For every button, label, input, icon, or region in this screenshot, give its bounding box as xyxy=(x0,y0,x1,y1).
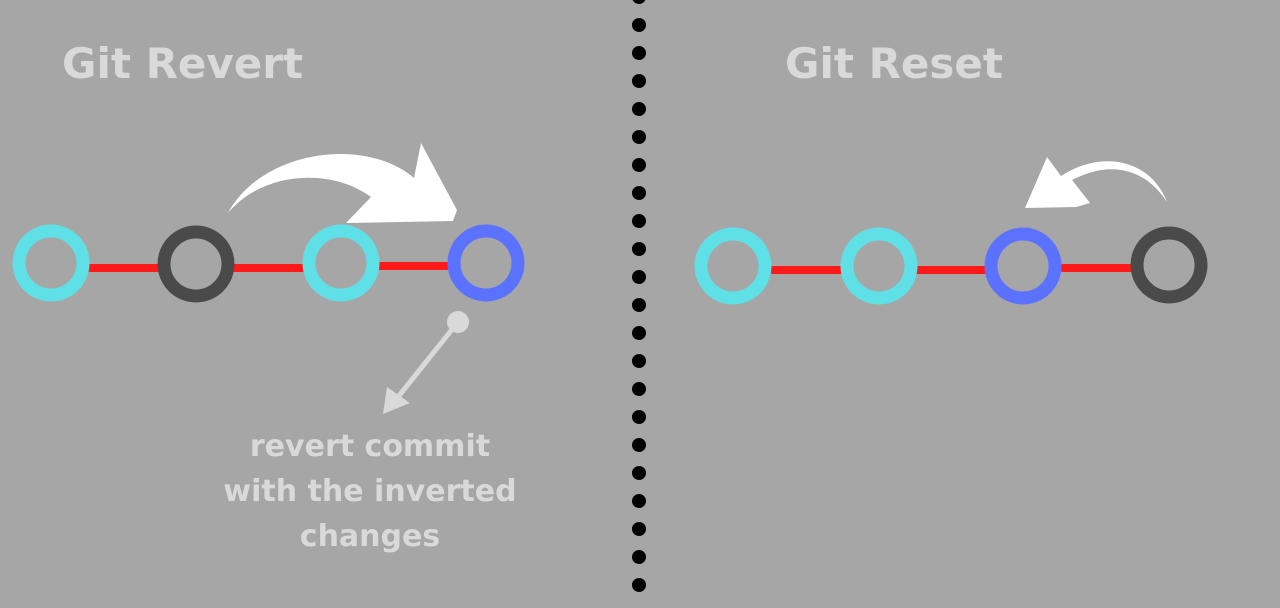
revert-caption: revert commit with the inverted changes xyxy=(210,424,530,559)
divider-dot xyxy=(632,354,646,368)
divider-dot xyxy=(632,438,646,452)
divider-dot xyxy=(632,102,646,116)
divider-dot xyxy=(632,410,646,424)
commit-node xyxy=(302,224,380,302)
back-arrow-icon xyxy=(1025,157,1167,208)
revert-commit-links xyxy=(86,262,451,272)
reset-commit-links xyxy=(769,264,1134,274)
divider-dot xyxy=(632,214,646,228)
commit-node xyxy=(694,227,772,305)
divider-dot xyxy=(632,494,646,508)
divider-dot xyxy=(632,270,646,284)
curved-arrow-icon xyxy=(228,143,457,223)
divider-dot xyxy=(632,550,646,564)
commit-node xyxy=(984,227,1062,305)
divider-dot xyxy=(632,0,646,4)
divider-dot xyxy=(632,186,646,200)
divider-dot xyxy=(632,242,646,256)
dotted-divider xyxy=(632,0,646,592)
page-title-left: Git Revert xyxy=(62,39,304,88)
caption-line: changes xyxy=(299,519,441,554)
caption-line: with the inverted xyxy=(223,474,517,509)
page-title-right: Git Reset xyxy=(785,39,1003,88)
divider-dot xyxy=(632,74,646,88)
divider-dot xyxy=(632,130,646,144)
divider-dot xyxy=(632,46,646,60)
divider-dot xyxy=(632,326,646,340)
commit-node xyxy=(157,225,235,303)
divider-dot xyxy=(632,382,646,396)
divider-dot xyxy=(632,522,646,536)
pointer-arrow-icon xyxy=(383,311,469,414)
revert-commit-nodes xyxy=(12,224,525,303)
reset-commit-nodes xyxy=(694,226,1208,305)
commit-node xyxy=(1130,226,1208,304)
divider-dot xyxy=(632,18,646,32)
divider-dot xyxy=(632,578,646,592)
commit-node xyxy=(12,224,90,302)
commit-node xyxy=(447,224,525,302)
divider-dot xyxy=(632,298,646,312)
divider-dot xyxy=(632,158,646,172)
commit-node xyxy=(840,227,918,305)
caption-line: revert commit xyxy=(249,429,491,464)
divider-dot xyxy=(632,466,646,480)
